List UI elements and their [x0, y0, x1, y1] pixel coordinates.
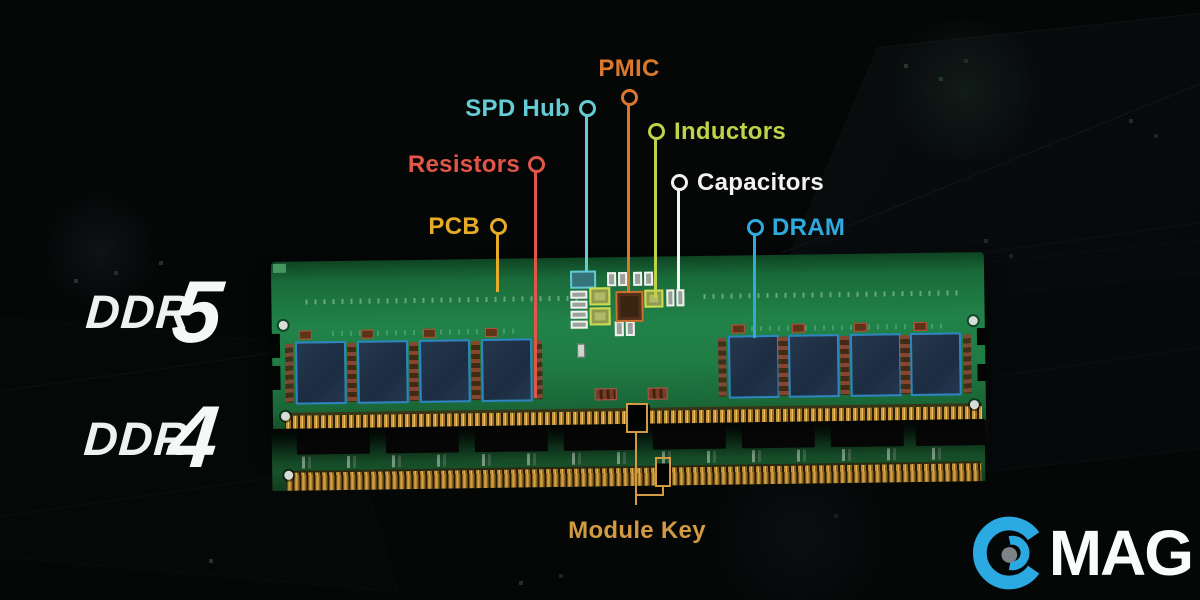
module-key-line — [636, 494, 664, 496]
callout-marker — [621, 89, 638, 106]
ddr4-chip — [474, 426, 548, 453]
callout-marker — [747, 219, 764, 236]
callout-label: PMIC — [598, 55, 660, 82]
module-key-highlight-ddr4 — [655, 457, 671, 487]
module-key-line — [635, 433, 637, 505]
callout-label: SPD Hub — [465, 95, 570, 122]
resistor — [577, 343, 586, 358]
callout-label: Inductors — [674, 118, 787, 145]
callout-line — [534, 172, 537, 398]
spd-hub-chip — [569, 270, 597, 289]
dram-chip — [480, 327, 533, 403]
module-key-line — [662, 487, 664, 496]
ddr4-number-text: 4 — [163, 387, 224, 486]
pcb-trace-row — [703, 290, 960, 299]
capacitor — [625, 320, 635, 337]
pcb-corner-pad — [272, 263, 286, 273]
callout-marker — [528, 156, 545, 173]
component-row — [291, 447, 973, 469]
callout-line — [585, 116, 588, 272]
mounting-hole — [969, 400, 979, 410]
ddr4-chip — [915, 419, 989, 446]
ddr4-chip — [296, 428, 370, 455]
callout-marker — [648, 123, 665, 140]
dram-chip — [909, 321, 962, 397]
background-bokeh — [690, 470, 910, 600]
resistor-pad-group — [647, 387, 668, 400]
dram-chip — [356, 329, 409, 404]
dram-chip — [849, 322, 902, 397]
callout-marker — [490, 218, 507, 235]
callout-marker — [579, 100, 596, 117]
callout-label: Capacitors — [697, 169, 825, 196]
mounting-hole — [284, 470, 294, 480]
pc-monogram-icon — [972, 516, 1046, 590]
module-key-highlight-ddr5 — [626, 403, 648, 433]
dram-chip — [294, 330, 347, 405]
ddr4-chip — [741, 422, 815, 449]
mounting-hole — [280, 411, 291, 421]
background-bokeh — [880, 20, 1050, 160]
ddr5-number-text: 5 — [167, 262, 228, 361]
dram-chip — [727, 324, 780, 399]
dram-chip — [418, 328, 471, 403]
capacitor — [676, 289, 685, 307]
callout-line — [677, 190, 680, 290]
callout-label: Resistors — [407, 151, 520, 178]
background-bokeh — [40, 190, 160, 310]
capacitor — [570, 290, 588, 299]
capacitor — [614, 321, 624, 337]
capacitor — [618, 272, 628, 287]
capacitor — [570, 300, 588, 309]
callout-line — [753, 235, 756, 338]
dram-chip-row — [272, 321, 986, 406]
mounting-hole — [278, 320, 288, 330]
dram-chip — [787, 323, 840, 398]
inductor — [589, 287, 611, 306]
pmic-chip — [615, 290, 644, 323]
inductor — [589, 307, 611, 326]
capacitor — [644, 271, 654, 286]
capacitor — [570, 320, 588, 329]
module-key-label: Module Key — [568, 517, 706, 544]
callout-line — [627, 105, 630, 293]
capacitor — [570, 310, 588, 319]
background-component-specks — [0, 0, 2, 2]
logo-text: MAG — [1048, 517, 1194, 589]
callout-label: PCB — [428, 213, 480, 240]
ddr4-chip — [830, 421, 904, 448]
callout-line — [654, 139, 657, 298]
mounting-hole — [968, 316, 978, 326]
pcmag-logo: MAG — [972, 514, 1194, 592]
ddr4-chip — [385, 427, 459, 454]
ddr4-chip — [652, 423, 726, 450]
callout-label: DRAM — [772, 214, 846, 241]
callout-marker — [671, 174, 688, 191]
capacitor — [666, 289, 675, 307]
resistor-pad-group — [594, 388, 617, 401]
capacitor — [633, 271, 643, 286]
callout-line — [496, 234, 499, 292]
capacitor — [607, 272, 617, 287]
